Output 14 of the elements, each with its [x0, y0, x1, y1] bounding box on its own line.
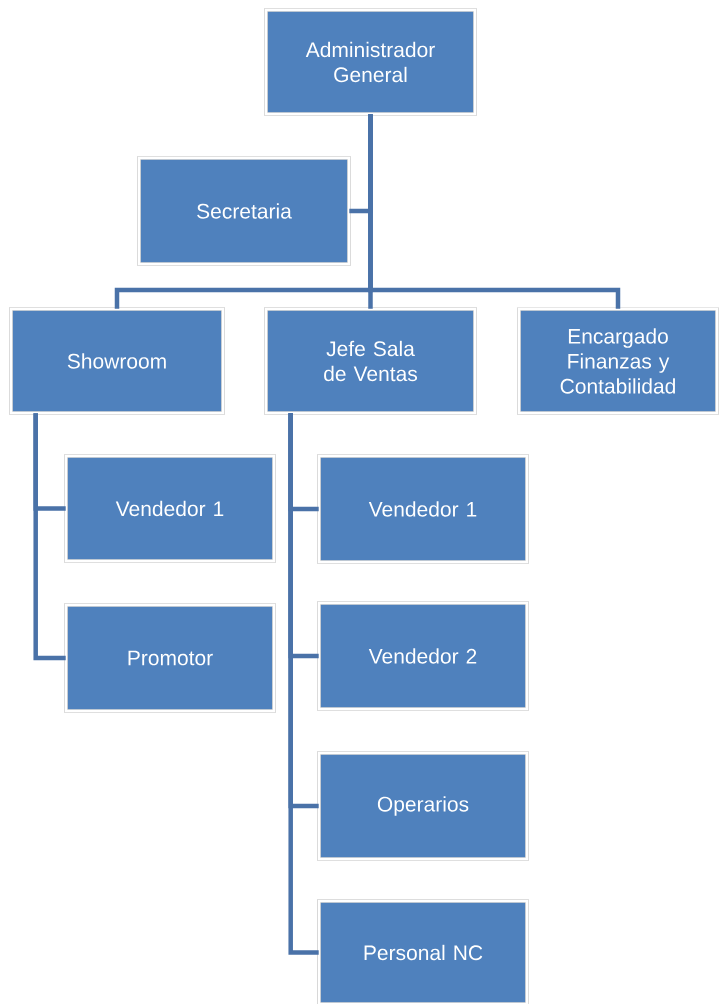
connector-line [368, 114, 621, 309]
org-box: Vendedor 1 [64, 454, 276, 563]
org-box: Vendedor 2 [317, 601, 529, 711]
org-box: Personal NC [317, 899, 529, 1004]
org-box: Administrador General [264, 8, 477, 116]
org-box: Secretaria [137, 156, 351, 266]
org-box: Operarios [317, 751, 529, 861]
org-box: Showroom [9, 307, 225, 415]
connector-line [288, 413, 319, 955]
org-box: Promotor [64, 603, 276, 713]
org-box: Vendedor 1 [317, 454, 529, 564]
org-box: Encargado Finanzas y Contabilidad [517, 307, 719, 415]
connector-line [33, 413, 66, 661]
org-box: Jefe Sala de Ventas [264, 307, 477, 415]
